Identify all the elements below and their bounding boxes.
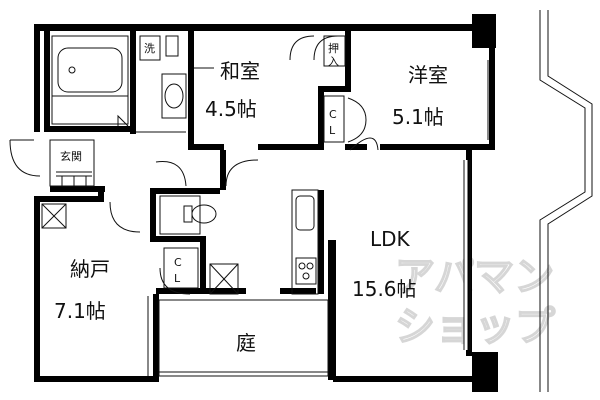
nando-name: 納戸 (70, 257, 110, 281)
ldk-size: 15.6帖 (352, 277, 417, 301)
toilet (159, 195, 217, 235)
bathroom (51, 35, 129, 125)
room-youshitsu: 洋室 5.1帖 (392, 60, 489, 140)
svg-text:L: L (174, 272, 181, 285)
entrance: 玄関 (9, 139, 95, 187)
oshiire-label-2: 入 (328, 55, 339, 68)
svg-text:C: C (329, 108, 337, 121)
refrigerator-space (209, 263, 239, 295)
washitsu-name: 和室 (220, 59, 260, 83)
shoe-storage (41, 203, 67, 229)
toilet-icon (191, 204, 217, 224)
interior-walls (34, 26, 492, 382)
stove-icon (295, 257, 317, 285)
washroom: 洗 (117, 35, 187, 133)
watermark-line2: ショップ (395, 304, 555, 350)
oshiire: 押 入 (323, 35, 346, 68)
balcony-outline (539, 10, 593, 392)
washer-label: 洗 (144, 42, 155, 55)
closet-mid: C L (163, 247, 199, 289)
room-washitsu: 和室 4.5帖 (194, 35, 339, 121)
room-nando: 納戸 7.1帖 (54, 257, 149, 376)
watermark-line1: アパマン (395, 254, 554, 300)
genkan-label: 玄関 (60, 149, 82, 163)
sink-icon (164, 83, 184, 109)
entrance-door-swing (9, 139, 41, 177)
nando-size: 7.1帖 (54, 299, 106, 323)
youshitsu-size: 5.1帖 (392, 105, 444, 129)
closet-top: C L (323, 95, 379, 151)
washitsu-size: 4.5帖 (205, 97, 257, 121)
youshitsu-name: 洋室 (408, 63, 448, 87)
hall-doors (109, 159, 259, 295)
watermark: アパマン ショップ (394, 253, 556, 351)
drain-icon (68, 66, 76, 74)
svg-text:L: L (329, 124, 336, 137)
kitchen-sink-icon (295, 195, 315, 231)
bathtub-icon (57, 47, 123, 93)
room-ldk: LDK 15.6帖 (352, 160, 471, 350)
oshiire-label-1: 押 (328, 41, 339, 55)
room-niwa: 庭 (158, 299, 329, 377)
exterior-walls (34, 14, 498, 392)
sink-counter (161, 73, 187, 119)
ldk-name: LDK (370, 227, 411, 251)
kitchen (209, 189, 319, 295)
svg-text:C: C (174, 256, 182, 269)
niwa-name: 庭 (236, 331, 256, 355)
